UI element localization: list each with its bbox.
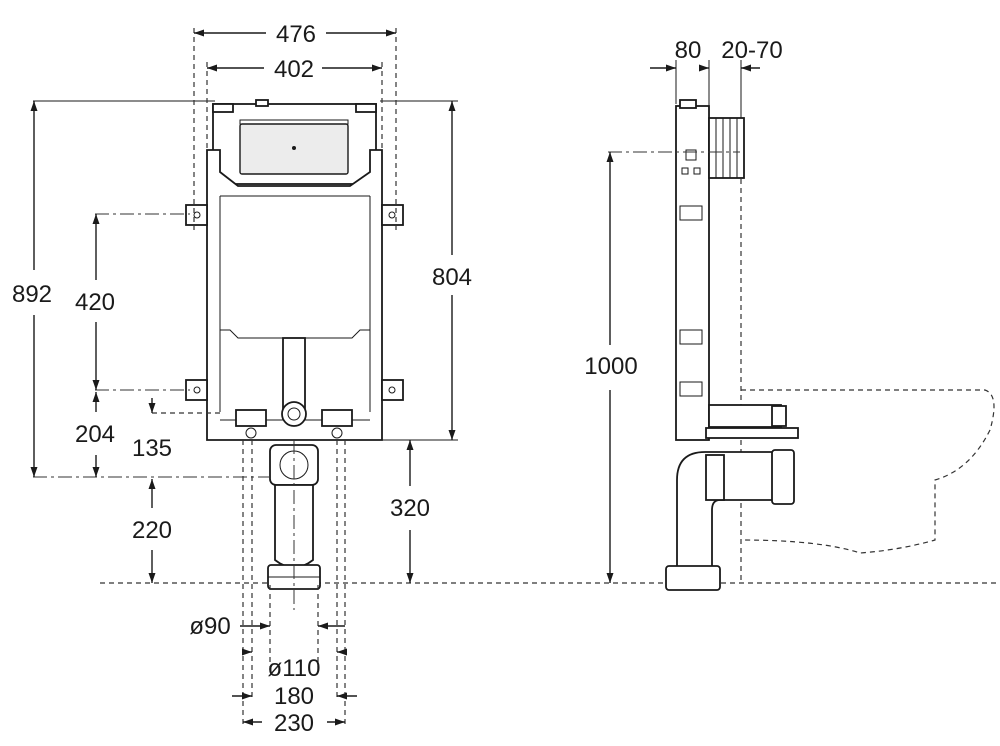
label-804: 804 xyxy=(432,264,472,291)
label-180: 180 xyxy=(274,683,314,710)
side-cistern-collar xyxy=(708,117,745,179)
label-320: 320 xyxy=(390,495,430,522)
bracket-lower-right xyxy=(381,379,404,401)
dimension-labels: 476 402 892 804 420 204 135 220 320 ø90 … xyxy=(12,21,783,737)
toilet-outline xyxy=(740,389,995,554)
bracket-lower-left xyxy=(185,379,208,401)
bracket-upper-right xyxy=(381,204,404,226)
side-view xyxy=(606,60,995,591)
front-view xyxy=(30,28,1000,726)
label-892: 892 xyxy=(12,281,52,308)
label-420: 420 xyxy=(75,289,115,316)
label-402: 402 xyxy=(274,56,314,83)
label-230: 230 xyxy=(274,710,314,737)
side-frame xyxy=(675,105,710,441)
front-frame xyxy=(185,99,404,441)
label-20-70: 20-70 xyxy=(721,37,782,64)
label-204: 204 xyxy=(75,421,115,448)
side-supply-connector xyxy=(708,404,782,428)
label-1000: 1000 xyxy=(584,353,637,380)
label-diameter-110: ø110 xyxy=(268,655,321,682)
bracket-upper-left xyxy=(185,204,208,226)
label-80: 80 xyxy=(675,37,702,64)
supply-pipe xyxy=(282,337,306,409)
label-220: 220 xyxy=(132,517,172,544)
label-diameter-90: ø90 xyxy=(189,613,230,640)
label-135: 135 xyxy=(132,435,172,462)
label-476: 476 xyxy=(276,21,316,48)
side-waste-bend xyxy=(676,451,781,581)
frame-body xyxy=(206,149,383,441)
